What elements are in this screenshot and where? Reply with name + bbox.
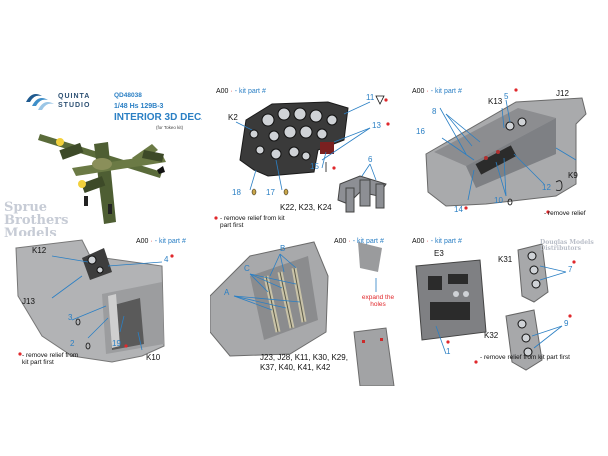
parts-list-line2: K37, K40, K41, K42 xyxy=(260,363,331,372)
label-18: 18 xyxy=(232,188,241,197)
label-k12: K12 xyxy=(32,246,47,255)
product-title: INTERIOR 3D DECAL xyxy=(114,112,202,123)
panel-side-console: A00 · - kit part # K13 5 J12 8 16 K9 12 … xyxy=(406,84,596,234)
instrument-panel-illustration xyxy=(214,95,390,220)
label-16: 16 xyxy=(416,127,425,136)
label-k31: K31 xyxy=(498,255,513,264)
panel3-relief-note: - remove relief xyxy=(544,210,586,217)
label-k2: K2 xyxy=(228,113,238,122)
radio-panels-illustration xyxy=(415,243,576,371)
panel4-relief-note: - remove relief from kit part first xyxy=(22,352,79,367)
parts-list-line1: J23, J28, K11, K30, K29, xyxy=(260,353,348,362)
label-5: 5 xyxy=(504,92,509,101)
label-e3: E3 xyxy=(434,249,444,258)
panel-left-console: A00 · - kit part # K12 4 J13 3 2 19 K10 … xyxy=(12,236,202,386)
panel-radio-panels: A00 · - kit part # E3 K31 7 K32 9 1 - re… xyxy=(406,236,596,386)
label-14: 14 xyxy=(454,205,463,214)
left-console-illustration xyxy=(15,239,174,363)
label-1: 1 xyxy=(446,347,451,356)
douglas-watermark: Douglas Models Distributors xyxy=(540,239,594,252)
label-13: 13 xyxy=(372,121,381,130)
label-3: 3 xyxy=(68,313,73,322)
panel-product-title: QUINTA STUDIO QD48038 1/48 Hs 129B-3 INT… xyxy=(12,84,202,234)
panel3-header: A00 · - kit part # xyxy=(412,88,462,95)
seat-illustration xyxy=(210,241,395,386)
label-9: 9 xyxy=(564,319,569,328)
panel5-header: A00 · - kit part # xyxy=(334,238,384,245)
label-j12: J12 xyxy=(556,89,569,98)
brand-line1: QUINTA xyxy=(58,93,91,100)
label-k9: K9 xyxy=(568,171,578,180)
label-k10: K10 xyxy=(146,353,161,362)
label-a: A xyxy=(224,288,230,297)
panel4-header: A00 · - kit part # xyxy=(136,238,186,245)
label-12: 12 xyxy=(542,183,551,192)
watermark-line1: Sprue xyxy=(4,200,48,215)
product-scale-model: 1/48 Hs 129B-3 xyxy=(114,103,164,110)
label-j13: J13 xyxy=(22,297,35,306)
panel2-relief-note: - remove relief from kit part first xyxy=(220,215,285,230)
panel-seat: A00 · - kit part # B C A expand the hole… xyxy=(210,236,400,386)
label-8: 8 xyxy=(432,107,437,116)
product-kit-note: (for Tokeo kit) xyxy=(156,125,184,130)
side-console-illustration xyxy=(425,88,587,214)
aircraft-illustration xyxy=(26,94,166,224)
label-4: 4 xyxy=(164,255,169,264)
hs129-aircraft-icon xyxy=(38,134,166,224)
label-b: B xyxy=(280,244,286,253)
label-11: 11 xyxy=(366,93,375,102)
label-2: 2 xyxy=(70,339,75,348)
panel-instrument-panel: A00 · - kit part # K2 11 13 18 17 15 6 K… xyxy=(210,84,400,234)
label-k22: K22, K23, K24 xyxy=(280,203,332,212)
label-6: 6 xyxy=(368,155,373,164)
watermark-line2: Brothers xyxy=(4,213,69,228)
label-17: 17 xyxy=(266,188,275,197)
panel6-header: A00 · - kit part # xyxy=(412,238,462,245)
panel2-header: A00 · - kit part # xyxy=(216,88,266,95)
label-19: 19 xyxy=(112,339,121,348)
product-code: QD48038 xyxy=(114,92,142,99)
panel6-relief-note: - remove relief from kit part first xyxy=(480,354,570,361)
label-k13: K13 xyxy=(488,97,503,106)
quinta-logo-icon xyxy=(26,94,54,110)
label-10: 10 xyxy=(494,196,503,205)
label-7: 7 xyxy=(568,265,573,274)
brand-line2: STUDIO xyxy=(58,102,91,109)
label-k32: K32 xyxy=(484,331,499,340)
expand-holes-note: expand the holes xyxy=(361,294,395,309)
label-15: 15 xyxy=(310,162,319,171)
label-c: C xyxy=(244,264,250,273)
